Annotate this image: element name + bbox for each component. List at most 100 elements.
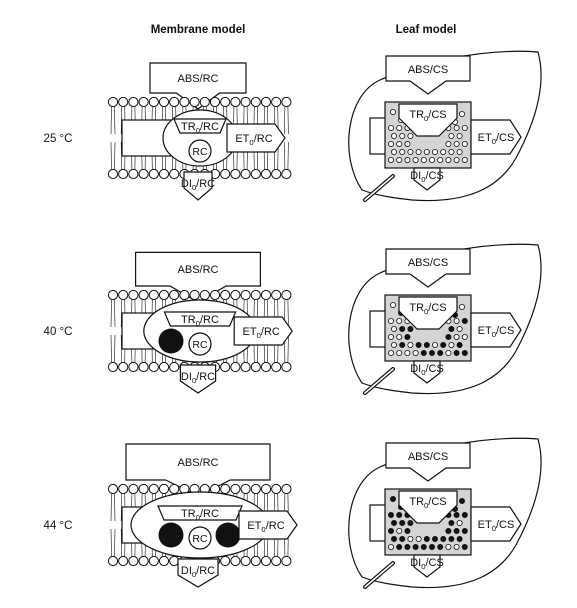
lipid-head <box>271 361 282 373</box>
abs-label: ABS/RC <box>178 73 219 85</box>
closed-reaction-center <box>440 536 447 543</box>
lipid-head <box>138 289 149 301</box>
tr-box <box>157 505 243 521</box>
lipid-head <box>250 483 261 495</box>
closed-reaction-center <box>437 544 444 551</box>
lipid-head <box>260 168 272 180</box>
closed-reaction-center <box>407 325 414 332</box>
lipid-head <box>220 483 231 495</box>
di-arrow <box>177 558 219 588</box>
temperature-row: 44 °CABS/RCTR0/RCRCET0/RCDI0/RCABS/CSTR0… <box>44 437 542 589</box>
closed-reaction-center <box>390 520 397 527</box>
closed-reaction-center <box>440 341 447 348</box>
leaf-model-header: Leaf model <box>396 24 457 36</box>
lipid-head <box>118 289 129 301</box>
closed-reaction-center <box>445 333 452 340</box>
lipid-head <box>230 555 241 567</box>
closed-reaction-center <box>420 544 427 551</box>
tr-funnel <box>398 103 458 137</box>
lipid-head <box>118 168 129 180</box>
lipid-head <box>209 96 221 108</box>
active-reaction-center <box>404 349 411 356</box>
active-reaction-center <box>448 341 455 348</box>
lipid-head <box>138 555 149 567</box>
lipid-tail <box>110 299 116 328</box>
lipid-head <box>281 168 292 180</box>
lipid-head <box>240 96 251 108</box>
active-reaction-center <box>390 132 397 139</box>
leaf-stem-inner <box>364 368 394 394</box>
active-reaction-center <box>440 148 447 155</box>
active-reaction-center <box>420 156 427 163</box>
active-reaction-center <box>396 349 403 356</box>
lipid-head <box>179 96 190 108</box>
active-reaction-center <box>396 156 403 163</box>
lipid-head <box>250 289 261 301</box>
lipid-head <box>230 361 241 373</box>
closed-reaction-center <box>399 325 406 332</box>
lipid-head <box>169 96 180 108</box>
active-reaction-center <box>431 341 438 348</box>
membrane-model-header: Membrane model <box>151 24 246 36</box>
active-reaction-center <box>407 536 414 543</box>
active-reaction-center <box>399 148 406 155</box>
lipid-head <box>128 483 139 495</box>
di-arrow <box>183 171 213 201</box>
active-reaction-center <box>396 125 403 132</box>
lipid-head <box>281 483 292 495</box>
closed-reaction-center <box>437 349 444 356</box>
tr-label: TR0/RC <box>181 121 219 135</box>
tr-label: TR0/CS <box>409 109 446 123</box>
active-reaction-center <box>461 140 468 147</box>
lipid-head <box>107 96 119 108</box>
lipid-head <box>118 483 129 495</box>
lipid-head <box>230 168 241 180</box>
et-arrow <box>238 510 298 540</box>
lipid-head <box>189 96 200 108</box>
lipid-head <box>107 555 119 567</box>
closed-reaction-center <box>445 528 452 535</box>
active-reaction-center <box>458 303 465 310</box>
active-reaction-center <box>387 544 394 551</box>
lipid-head <box>158 555 170 567</box>
lipid-tail <box>110 493 116 522</box>
tr-label: TR0/RC <box>181 314 219 328</box>
closed-reaction-center <box>456 341 463 348</box>
active-reaction-center <box>387 317 394 324</box>
active-reaction-center <box>404 140 411 147</box>
closed-reaction-center <box>428 544 435 551</box>
lipid-head <box>220 361 231 373</box>
closed-reaction-center <box>458 497 465 504</box>
active-reaction-center <box>387 140 394 147</box>
lipid-head <box>271 483 282 495</box>
lipid-head <box>138 483 149 495</box>
active-reaction-center <box>456 325 463 332</box>
active-reaction-center <box>445 349 452 356</box>
lipid-head <box>250 555 261 567</box>
closed-reaction-center <box>453 349 460 356</box>
active-reaction-center <box>445 140 452 147</box>
active-reaction-center <box>461 156 468 163</box>
abs-label: ABS/RC <box>178 457 219 469</box>
temperature-label: 44 °C <box>44 520 73 532</box>
leaf-stem-inner <box>364 175 394 201</box>
et-label: ET0/RC <box>235 133 272 147</box>
active-reaction-center <box>396 333 403 340</box>
lipid-head <box>230 483 241 495</box>
lipid-head <box>107 483 119 495</box>
lipid-head <box>169 289 180 301</box>
lipid-tail <box>110 141 116 170</box>
closed-reaction-center <box>461 349 468 356</box>
closed-reaction-center <box>461 512 468 519</box>
closed-reaction-center <box>387 528 394 535</box>
lipid-head <box>220 555 231 567</box>
active-reaction-center <box>399 132 406 139</box>
closed-reaction-center <box>412 544 419 551</box>
active-reaction-center <box>415 148 422 155</box>
active-reaction-center <box>461 125 468 132</box>
active-reaction-center <box>453 156 460 163</box>
active-reaction-center <box>387 349 394 356</box>
et-arrow <box>470 506 522 542</box>
